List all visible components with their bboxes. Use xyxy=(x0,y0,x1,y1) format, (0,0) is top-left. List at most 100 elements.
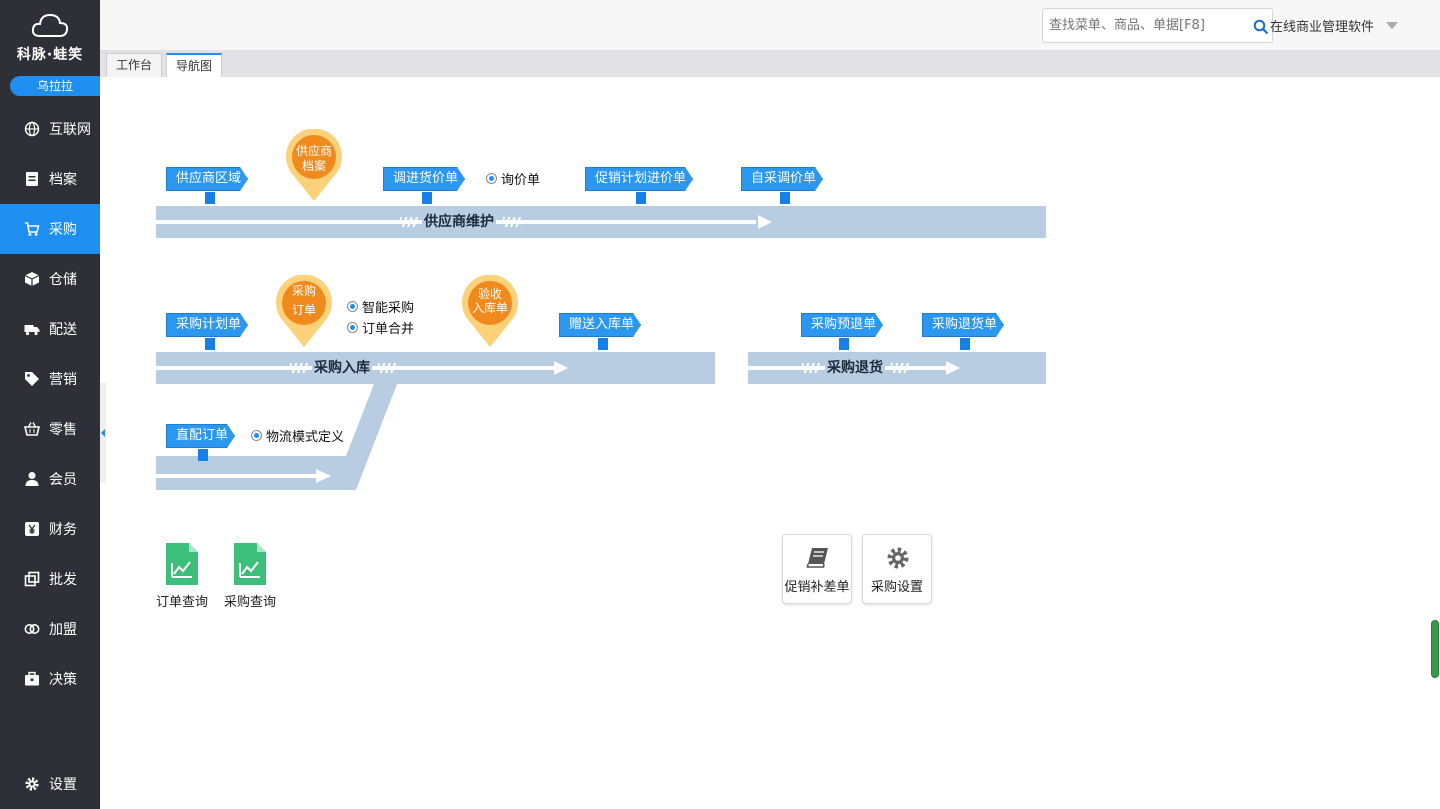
user-badge[interactable]: 乌拉拉 xyxy=(10,76,100,96)
flag-promo-purchase-price[interactable]: 促销计划进价单 xyxy=(585,167,693,191)
sidebar-item-warehouse[interactable]: 仓储 xyxy=(0,254,100,304)
sidebar-item-label: 零售 xyxy=(49,422,77,438)
sidebar-item-label: 加盟 xyxy=(49,622,77,638)
flag-direct-order[interactable]: 直配订单 xyxy=(166,424,235,448)
stripe-decor xyxy=(290,363,308,373)
chart-doc-icon xyxy=(234,543,266,585)
sidebar-item-label: 配送 xyxy=(49,322,77,338)
pin-acceptance-inbound[interactable]: 验收 入库单 xyxy=(461,274,519,347)
radio-dot-icon xyxy=(347,322,358,333)
chevron-down-icon[interactable] xyxy=(1386,22,1398,29)
sidebar-item-label: 采购 xyxy=(49,222,77,238)
chart-doc-icon xyxy=(166,543,198,585)
tab-bar: 工作台 导航图 xyxy=(100,50,1440,77)
flag-post xyxy=(598,338,608,350)
sidebar-item-archive[interactable]: 档案 xyxy=(0,154,100,204)
cloud-logo-icon xyxy=(31,13,69,37)
flow-title-purchase-in: 采购入库 xyxy=(312,357,372,377)
search-input[interactable] xyxy=(1043,9,1243,42)
flag-post xyxy=(422,192,432,204)
report-purchase-query[interactable]: 采购查询 xyxy=(220,543,280,610)
company-name[interactable]: 在线商业管理软件 xyxy=(1270,20,1375,35)
option-logistics-mode[interactable]: 物流模式定义 xyxy=(251,426,344,445)
link-rings-icon xyxy=(24,621,40,637)
sidebar-item-finance[interactable]: 财务 xyxy=(0,504,100,554)
sidebar-item-label: 财务 xyxy=(49,522,77,538)
sidebar-item-label: 仓储 xyxy=(49,272,77,288)
flow-connector-direct xyxy=(156,384,397,490)
pin-label: 订单 xyxy=(291,303,316,317)
gear-icon xyxy=(24,776,40,792)
flag-supplier-region[interactable]: 供应商区域 xyxy=(166,167,248,191)
map-pin-icon xyxy=(286,128,342,201)
person-icon xyxy=(24,471,40,487)
sidebar-item-retail[interactable]: 零售 xyxy=(0,404,100,454)
sidebar-item-franchise[interactable]: 加盟 xyxy=(0,604,100,654)
sidebar-item-member[interactable]: 会员 xyxy=(0,454,100,504)
sidebar-collapse-handle[interactable] xyxy=(100,383,106,483)
report-order-query[interactable]: 订单查询 xyxy=(152,543,212,610)
radio-dot-icon xyxy=(251,430,262,441)
flag-self-purchase-adjust[interactable]: 自采调价单 xyxy=(741,167,823,191)
option-label: 物流模式定义 xyxy=(266,430,345,445)
sidebar-item-label: 设置 xyxy=(49,777,77,793)
tool-label: 采购设置 xyxy=(870,580,923,595)
tab-navigation-map[interactable]: 导航图 xyxy=(166,53,223,77)
top-bar: 在线商业管理软件 xyxy=(100,0,1440,50)
flag-purchase-plan[interactable]: 采购计划单 xyxy=(166,313,248,337)
radio-dot-icon xyxy=(347,301,358,312)
sidebar-item-decision[interactable]: 决策 xyxy=(0,654,100,704)
sidebar-item-delivery[interactable]: 配送 xyxy=(0,304,100,354)
flag-gift-inbound[interactable]: 赠送入库单 xyxy=(559,313,641,337)
flag-purchase-return[interactable]: 采购退货单 xyxy=(922,313,1004,337)
search-box xyxy=(1042,8,1273,43)
arrow-right-icon xyxy=(758,215,772,229)
pin-supplier-archive[interactable]: 供应商 档案 xyxy=(285,128,343,201)
cart-icon xyxy=(24,221,40,237)
option-order-merge[interactable]: 订单合并 xyxy=(347,318,414,337)
file-icon xyxy=(24,171,40,187)
sidebar-item-purchase[interactable]: 采购 xyxy=(0,204,100,254)
sidebar-item-wholesale[interactable]: 批发 xyxy=(0,554,100,604)
truck-icon xyxy=(24,321,40,337)
sidebar-item-marketing[interactable]: 营销 xyxy=(0,354,100,404)
flag-post xyxy=(198,449,208,461)
sidebar: 科脉·蛙笑 乌拉拉 互联网 档案 采购 仓储 配送 营销 零售 xyxy=(0,0,100,809)
purchase-settings-button[interactable]: 采购设置 xyxy=(862,534,932,604)
promo-compensation-button[interactable]: 促销补差单 xyxy=(782,534,852,604)
map-pin-icon xyxy=(462,274,518,347)
arrow-right-icon xyxy=(946,361,960,375)
report-label: 订单查询 xyxy=(155,595,208,610)
globe-icon xyxy=(24,121,40,137)
pin-purchase-order[interactable]: 采购 订单 xyxy=(275,274,333,347)
briefcase-icon xyxy=(24,671,40,687)
pin-label: 入库单 xyxy=(471,301,508,315)
pin-label: 档案 xyxy=(301,159,326,173)
option-inquiry[interactable]: 询价单 xyxy=(486,169,540,188)
copy-icon xyxy=(24,571,40,587)
logo: 科脉·蛙笑 xyxy=(0,0,100,72)
flag-purchase-pre-return[interactable]: 采购预退单 xyxy=(801,313,883,337)
pin-label: 供应商 xyxy=(295,144,332,158)
scrollbar-thumb[interactable] xyxy=(1431,620,1439,678)
flag-purchase-price-adjust[interactable]: 调进货价单 xyxy=(383,167,465,191)
book-icon xyxy=(806,548,828,568)
flag-post xyxy=(960,338,970,350)
sidebar-item-settings[interactable]: 设置 xyxy=(0,759,100,809)
search-icon[interactable] xyxy=(1253,19,1269,35)
tab-workbench[interactable]: 工作台 xyxy=(106,53,163,77)
sidebar-item-label: 批发 xyxy=(49,572,77,588)
option-label: 智能采购 xyxy=(362,301,415,316)
brand-name: 科脉·蛙笑 xyxy=(16,47,84,63)
sidebar-item-label: 互联网 xyxy=(49,122,91,138)
flow-title-supplier: 供应商维护 xyxy=(422,211,496,231)
option-smart-purchase[interactable]: 智能采购 xyxy=(347,297,414,316)
stripe-decor xyxy=(378,363,396,373)
sidebar-item-label: 营销 xyxy=(49,372,77,388)
option-label: 订单合并 xyxy=(362,322,415,337)
flow-title-purchase-return: 采购退货 xyxy=(825,357,885,377)
arrow-right-icon xyxy=(554,361,568,375)
sidebar-item-label: 档案 xyxy=(49,172,77,188)
box-icon xyxy=(24,271,40,287)
sidebar-item-internet[interactable]: 互联网 xyxy=(0,104,100,154)
